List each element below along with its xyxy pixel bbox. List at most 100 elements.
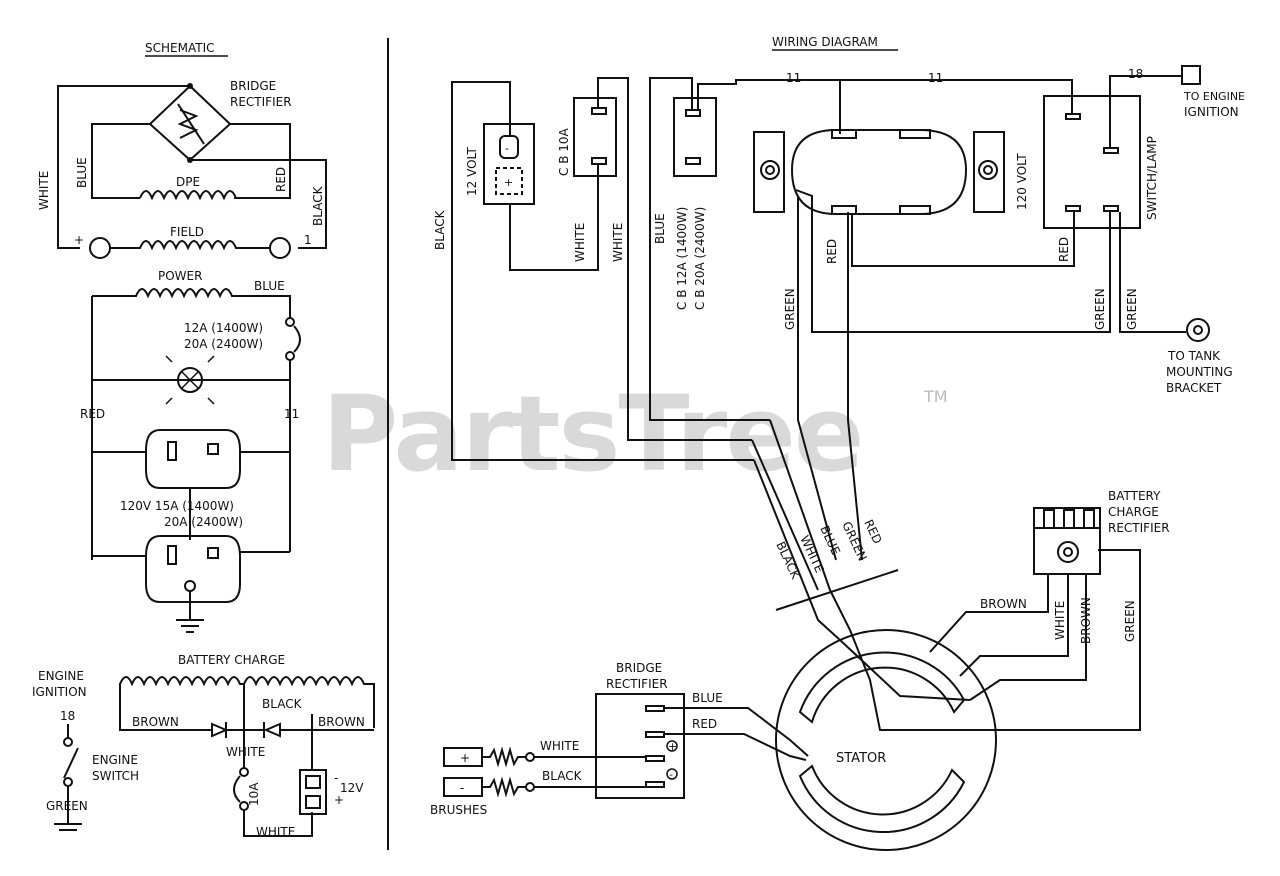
schematic-dpe-label: DPE [176, 175, 200, 189]
wiring-panel: WIRING DIAGRAM + - 12 VOLT C B 10A C B 1… [430, 35, 1245, 851]
schematic-white-wire [57, 85, 190, 249]
wiring-18-label: 18 [1128, 67, 1143, 81]
wiring-white-label-2: WHITE [611, 223, 625, 262]
wiring-green-label-a: GREEN [1093, 288, 1107, 330]
watermark: PartsTree [322, 373, 862, 495]
schematic-black-wire [190, 159, 327, 249]
schematic-diode-left [211, 722, 229, 738]
wiring-battery-charge-rectifier [1033, 507, 1101, 590]
wiring-bundle-black [753, 459, 807, 591]
wiring-black-label: BLACK [433, 209, 447, 250]
schematic-white-bottom-wire [243, 810, 313, 837]
schematic-field-coil [110, 240, 270, 251]
wiring-red-label-a: RED [825, 239, 839, 264]
schematic-battery-charge-label: BATTERY CHARGE [178, 653, 285, 667]
wiring-white-wire-2 [597, 77, 752, 441]
schematic-dpe-coil [139, 190, 237, 201]
schematic-title: SCHEMATIC [145, 41, 214, 55]
schematic-red-label-2: RED [80, 407, 105, 421]
schematic-battery-coil-right [243, 676, 375, 728]
wiring-green-label-c: GREEN [783, 288, 797, 330]
schematic-red-label: RED [274, 167, 288, 192]
wiring-12-volt-label: 12 VOLT [465, 146, 479, 196]
wiring-bundle-red-label: RED [861, 517, 884, 546]
wiring-green-v-label: GREEN [1123, 600, 1137, 642]
wiring-bridge-label-2: RECTIFIER [606, 677, 668, 691]
wiring-bridge-label-1: BRIDGE [616, 661, 662, 675]
wiring-ignition-terminal [1181, 65, 1201, 85]
schematic-brush-left [89, 237, 111, 259]
schematic-switch-terminal-top [63, 737, 73, 747]
wiring-bridge-blue-label: BLUE [692, 691, 723, 705]
svg-text:+: + [504, 176, 513, 189]
wiring-bundle-white [751, 439, 819, 591]
wiring-cb-12a [673, 97, 717, 177]
wiring-cb-10a [573, 97, 617, 177]
schematic-eleven-label: 11 [284, 407, 299, 421]
watermark-tm: TM [923, 387, 948, 406]
schematic-receptacle-label-2: 20A (2400W) [164, 515, 243, 529]
wiring-bridge-blue-wire [664, 707, 809, 757]
schematic-engine-switch-1: ENGINE [92, 753, 138, 767]
schematic-white-bottom: WHITE [256, 825, 295, 839]
wiring-brush-white-label: WHITE [540, 739, 579, 753]
schematic-panel: SCHEMATIC BRIDGE RECTIFIER WHITE BLUE RE… [32, 41, 375, 839]
wiring-cb-12a-label: C B 12A (1400W) [675, 207, 689, 310]
schematic-cb-12a: 12A (1400W) [184, 321, 263, 335]
wiring-cb-10a-label: C B 10A [557, 127, 571, 176]
schematic-receptacle-1 [92, 429, 290, 540]
wiring-switch-lamp [1043, 95, 1141, 229]
schematic-green-label: GREEN [46, 799, 88, 813]
wiring-120-volt-label: 120 VOLT [1015, 153, 1029, 210]
wiring-black-wire [451, 81, 754, 461]
wiring-green-down [797, 196, 837, 561]
wiring-green-wire-b [1119, 212, 1186, 333]
schematic-eighteen: 18 [60, 709, 75, 723]
wiring-tank-terminal [1186, 318, 1210, 342]
schematic-blue-wire [91, 123, 150, 199]
schematic-lamp [165, 355, 215, 405]
wiring-brown-wire-a [929, 590, 1049, 653]
wiring-blue-wire [649, 77, 770, 421]
wiring-11b-label: 11 [928, 71, 943, 85]
schematic-black-label: BLACK [311, 185, 325, 226]
schematic-power-label: POWER [158, 269, 202, 283]
schematic-brown-left-wire [119, 698, 212, 731]
schematic-diode-right [263, 722, 281, 738]
wiring-brush-plus: + [460, 751, 470, 765]
wiring-brown-label-a: BROWN [980, 597, 1027, 611]
wiring-brush-black-label: BLACK [542, 769, 583, 783]
schematic-engine-ignition-1: ENGINE [38, 669, 84, 683]
schematic-cb-terminal-bottom [285, 351, 295, 361]
wiring-blue-label: BLUE [653, 213, 667, 244]
schematic-bridge-label-1: BRIDGE [230, 79, 276, 93]
wiring-to-engine-1: TO ENGINE [1183, 90, 1245, 103]
wiring-brushes [443, 746, 646, 798]
schematic-power-coil [92, 288, 291, 318]
schematic-bridge-rectifier [148, 83, 232, 163]
wiring-cb-20a-label: C B 20A (2400W) [693, 207, 707, 310]
schematic-cb-terminal-top [285, 317, 295, 327]
wiring-bundle-blue [769, 419, 831, 591]
schematic-battery-plus: + [334, 793, 344, 807]
schematic-brown-left: BROWN [132, 715, 179, 729]
wiring-11a-label: 11 [786, 71, 801, 85]
wiring-to-tank-1: TO TANK [1167, 349, 1221, 363]
schematic-switch-blade [63, 747, 79, 779]
wiring-120v-receptacle [753, 129, 1005, 215]
schematic-one: 1 [304, 233, 312, 247]
wiring-red-wire-a [851, 212, 1075, 267]
schematic-black-mid: BLACK [262, 697, 303, 711]
schematic-white-mid: WHITE [226, 745, 265, 759]
wiring-brown-v-label: BROWN [1079, 597, 1093, 644]
svg-text:-: - [505, 142, 509, 155]
wiring-battery-charge-3: RECTIFIER [1108, 521, 1170, 535]
schematic-power-blue: BLUE [254, 279, 285, 293]
wiring-to-engine-2: IGNITION [1184, 105, 1239, 119]
schematic-receptacle-label-1: 120V 15A (1400W) [120, 499, 234, 513]
wiring-to-tank-2: MOUNTING [1166, 365, 1233, 379]
schematic-10a-arc [233, 775, 241, 803]
svg-text:+: + [668, 740, 677, 753]
wiring-title: WIRING DIAGRAM [772, 35, 878, 49]
wiring-tank-terminal-hole [1193, 325, 1203, 335]
